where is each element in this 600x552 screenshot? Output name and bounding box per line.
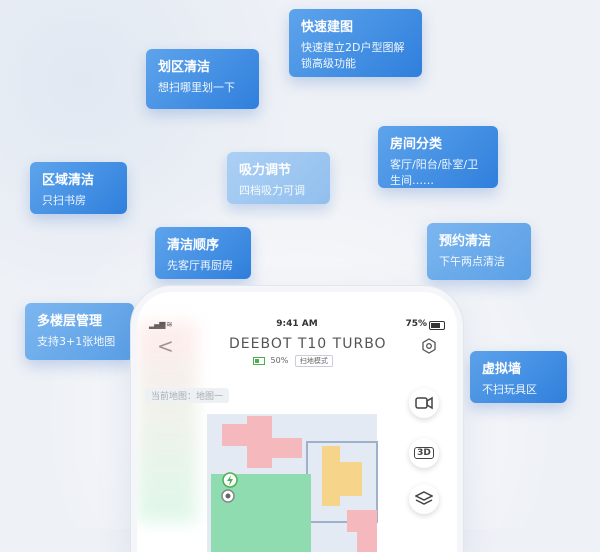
card-desc: 支持3+1张地图: [37, 335, 116, 348]
layers-icon: [415, 491, 433, 505]
area-clean-card[interactable]: 区域清洁 只扫书房: [30, 162, 127, 214]
status-time: 9:41 AM: [276, 319, 318, 329]
card-desc: 四档吸力可调: [239, 184, 305, 197]
settings-hex-icon[interactable]: [421, 338, 437, 354]
room-pink-side: [272, 438, 302, 458]
multi-floor-card[interactable]: 多楼层管理 支持3+1张地图: [25, 303, 134, 360]
room-split-card[interactable]: 房间分类 客厅/阳台/卧室/卫生间……: [378, 126, 498, 188]
card-desc: 下午两点清洁: [439, 255, 505, 268]
clean-order-card[interactable]: 清洁顺序 先客厅再厨房: [155, 227, 251, 279]
video-camera-icon: [415, 396, 433, 410]
card-title: 区域清洁: [42, 173, 95, 188]
room-pink-mid: [247, 416, 272, 468]
robot-battery-level: 50%: [270, 356, 289, 365]
card-title: 划区清洁: [158, 60, 211, 75]
virtual-wall-card[interactable]: 虚拟墙 不扫玩具区: [470, 351, 567, 403]
map-blur-decoration: [137, 322, 197, 522]
floor-map[interactable]: [197, 402, 387, 552]
room-pink-bottom2: [357, 532, 377, 552]
card-desc: 不扫玩具区: [482, 383, 537, 396]
device-title: DEEBOT T10 TURBO: [229, 336, 387, 352]
layers-button[interactable]: [409, 484, 439, 514]
battery-icon: [429, 321, 445, 330]
card-title: 清洁顺序: [167, 238, 220, 253]
suction-card[interactable]: 吸力调节 四档吸力可调: [227, 152, 330, 204]
card-title: 快速建图: [301, 20, 354, 35]
current-map-chip[interactable]: 当前地图：地图一: [145, 388, 230, 403]
card-title: 吸力调节: [239, 163, 292, 178]
card-desc: 想扫哪里划一下: [158, 81, 235, 94]
robot-core: [225, 493, 231, 499]
video-camera-button[interactable]: [409, 388, 439, 418]
card-desc: 只扫书房: [42, 194, 86, 207]
status-battery-text: 75%: [405, 319, 427, 329]
3d-icon: 3D: [414, 447, 434, 459]
3d-view-button[interactable]: 3D: [409, 438, 439, 468]
card-desc: 快速建立2D户型图解锁高级功能: [301, 41, 405, 70]
device-status: 50% 扫地模式: [253, 355, 333, 367]
robot-battery-icon: [253, 356, 265, 365]
card-title: 虚拟墙: [482, 362, 522, 377]
schedule-card[interactable]: 预约清洁 下午两点清洁: [427, 223, 531, 280]
card-title: 房间分类: [390, 137, 443, 152]
card-desc: 客厅/阳台/卧室/卫生间……: [390, 158, 479, 187]
lightning-icon: [227, 475, 233, 486]
card-title: 多楼层管理: [37, 314, 103, 329]
phone-mockup: ▂▄▆ ≋ 9:41 AM 75% < DEEBOT T10 TURBO 50%…: [137, 292, 457, 552]
mode-badge: 扫地模式: [294, 355, 333, 367]
room-yellow-b: [340, 462, 362, 496]
card-desc: 先客厅再厨房: [167, 259, 233, 272]
room-pink-bottom: [347, 510, 377, 532]
quick-map-card[interactable]: 快速建图 快速建立2D户型图解锁高级功能: [289, 9, 422, 77]
zone-clean-card[interactable]: 划区清洁 想扫哪里划一下: [146, 49, 259, 109]
card-title: 预约清洁: [439, 234, 492, 249]
room-yellow-a: [322, 446, 340, 506]
